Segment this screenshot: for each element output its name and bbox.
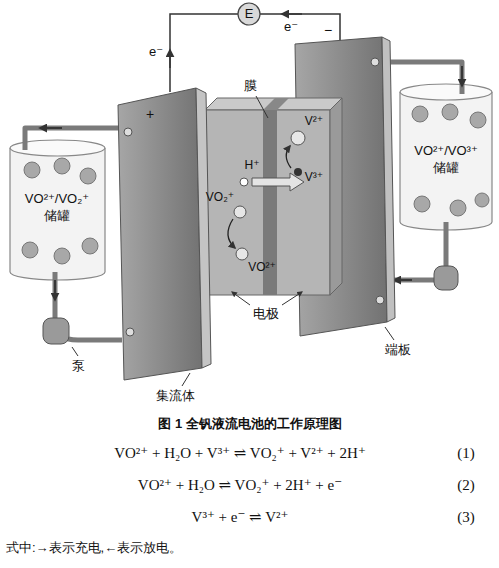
note: 式中:→表示充电,←表示放电。	[6, 541, 182, 556]
reaction-arrow	[286, 146, 291, 168]
pump	[434, 266, 458, 290]
tank-body	[10, 148, 105, 280]
ion-ball	[291, 131, 305, 145]
part-name: 电极	[253, 307, 279, 322]
ion-label: V²⁺	[305, 115, 323, 129]
part-name: 端板	[385, 343, 411, 358]
part-name: 泵	[72, 359, 85, 374]
cell-top	[205, 98, 342, 110]
ion-label: VO²⁺	[248, 261, 276, 275]
equation: VO²⁺ + H₂O + V³⁺ ⇌ VO₂⁺ + V²⁺ + 2H⁺	[114, 445, 366, 462]
storage-tank: VO²⁺/VO³⁺储罐	[411, 141, 481, 179]
end-plate-side	[196, 88, 211, 368]
ion-ball	[236, 248, 248, 260]
equation-number: (1)	[457, 445, 475, 462]
leader-line	[72, 96, 394, 386]
cell-side	[330, 98, 342, 295]
tank-top	[400, 84, 492, 100]
electron-label: e⁻	[149, 45, 163, 60]
wire	[259, 14, 340, 44]
part-name: 集流体	[156, 389, 195, 404]
end-plate	[118, 88, 202, 380]
electron-arrow	[282, 13, 302, 15]
pipe	[25, 62, 462, 340]
figure-caption: 图 1 全钒液流电池的工作原理图	[158, 417, 341, 432]
membrane-top	[263, 98, 289, 110]
node-title: VO²⁺/VO₂⁺	[22, 191, 92, 208]
ion-label: VO₂⁺	[206, 191, 234, 205]
pump	[43, 318, 69, 344]
electrolyte-balls	[22, 158, 98, 264]
node-title: VO²⁺/VO³⁺	[411, 143, 481, 160]
ion-label: V³⁺	[305, 171, 323, 185]
flow-arrow	[40, 66, 462, 300]
end-plate-side	[382, 37, 395, 322]
equation-number: (3)	[457, 509, 475, 526]
equation: V³⁺ + e⁻ ⇌ V²⁺	[192, 509, 289, 526]
part-name: 膜	[244, 79, 257, 94]
polarity-sign: +	[146, 106, 154, 122]
equation: VO²⁺ + H₂O ⇌ VO₂⁺ + 2H⁺ + e⁻	[138, 477, 342, 494]
node-title: E	[245, 6, 254, 23]
ion-ball	[234, 206, 246, 218]
polarity-sign: −	[324, 22, 332, 38]
power-source: E	[237, 2, 261, 26]
node-text: 储罐	[22, 208, 92, 225]
tank-body	[400, 92, 492, 230]
equation-number: (2)	[457, 477, 475, 494]
ion-ball	[240, 178, 248, 186]
proton-arrow	[252, 173, 304, 191]
electron-label: e⁻	[284, 20, 298, 35]
reaction-arrow	[228, 219, 235, 248]
node-text: 储罐	[411, 160, 481, 177]
electron-arrow	[169, 50, 171, 68]
ion-ball	[294, 168, 302, 176]
electrode-cell	[205, 110, 330, 295]
ion-label: H⁺	[245, 159, 260, 173]
storage-tank: VO²⁺/VO₂⁺储罐	[22, 189, 92, 227]
electrolyte-balls	[412, 104, 489, 216]
wire	[170, 14, 239, 92]
